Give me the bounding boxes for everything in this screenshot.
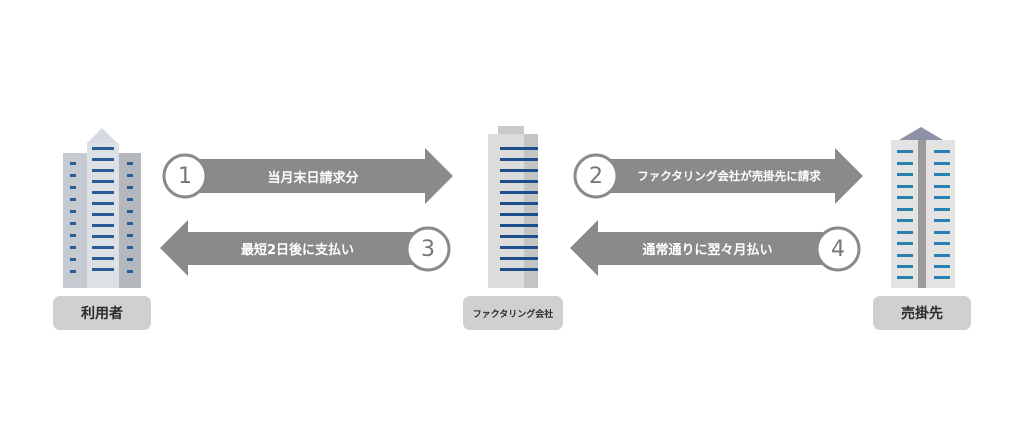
arrow-step-2 bbox=[573, 148, 863, 204]
arrow-step-3 bbox=[160, 220, 451, 276]
step-number-4: 4 bbox=[831, 236, 845, 262]
office-building-icon bbox=[63, 128, 141, 288]
step-text-3: 最短2日後に支払い bbox=[240, 243, 355, 258]
step-number-2: 2 bbox=[589, 163, 603, 189]
step-number-1: 1 bbox=[178, 163, 192, 189]
office-tower-icon bbox=[488, 126, 538, 288]
office-tower-icon bbox=[891, 127, 955, 288]
arrow-step-4 bbox=[570, 220, 861, 276]
entity-label-factoring: ファクタリング会社 bbox=[463, 296, 563, 330]
step-text-1: 当月末日請求分 bbox=[267, 170, 359, 186]
step-text-2: ファクタリング会社が売掛先に請求 bbox=[637, 169, 821, 183]
entity-label-user: 利用者 bbox=[53, 296, 151, 330]
step-text-4: 通常通りに翌々月払い bbox=[642, 243, 773, 258]
arrow-step-1 bbox=[162, 148, 453, 204]
step-number-3: 3 bbox=[421, 236, 435, 262]
entity-label-debtor: 売掛先 bbox=[873, 296, 971, 330]
